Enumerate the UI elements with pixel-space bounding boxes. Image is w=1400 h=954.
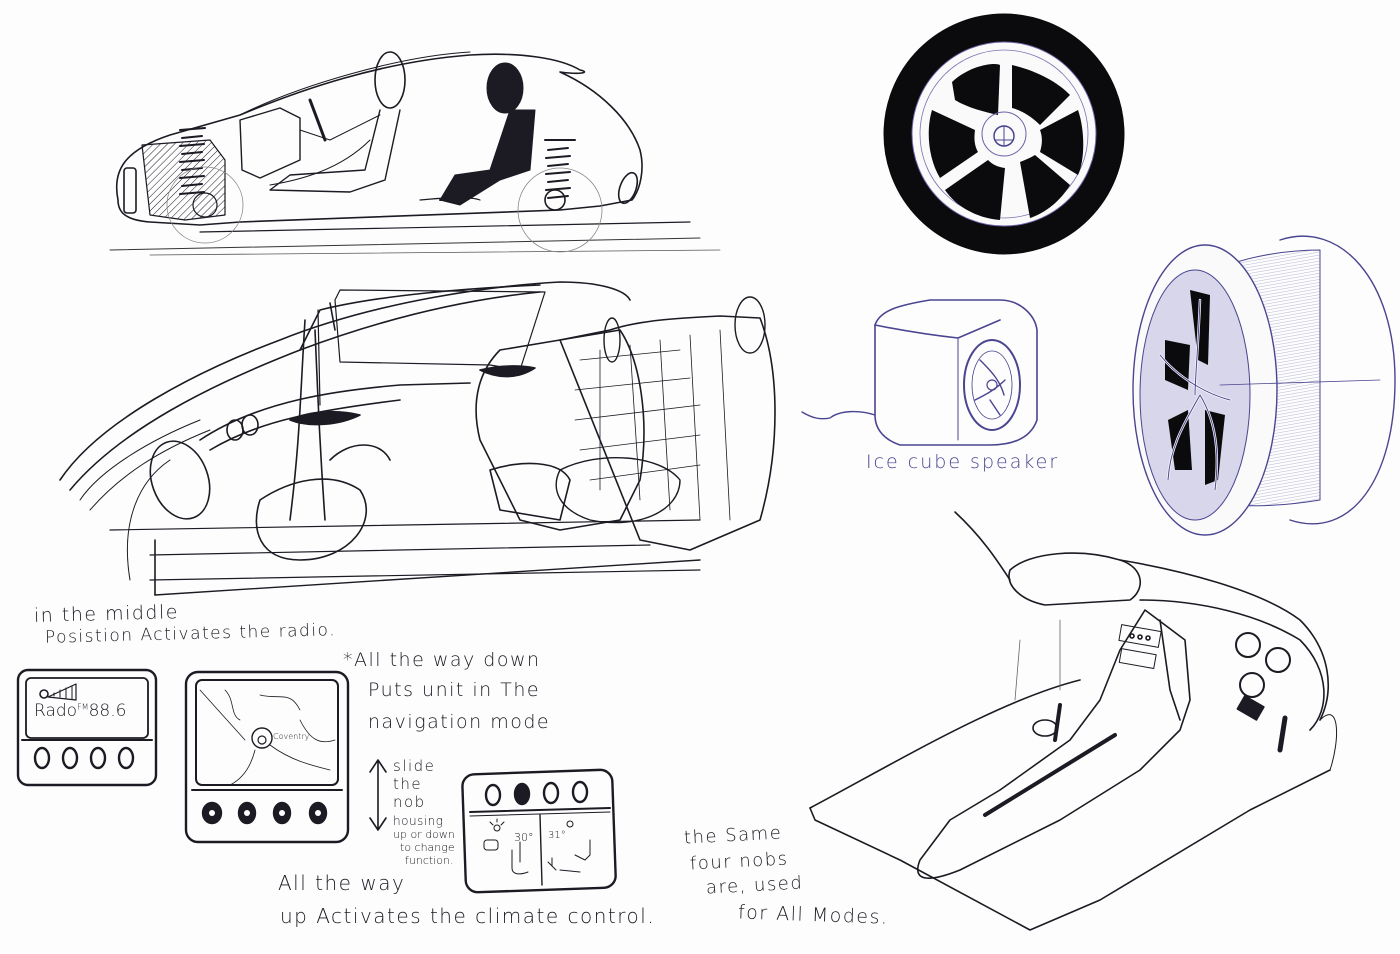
annotation-navigation-mode: navigation mode <box>368 711 551 733</box>
dashboard-console <box>809 511 1338 931</box>
wheel-front-view <box>883 13 1125 255</box>
interior-perspective <box>59 281 776 596</box>
climate-left-temp: 30° <box>514 831 534 844</box>
radio-unit-sketch <box>16 668 158 787</box>
climate-right-temp: 31° <box>548 830 566 841</box>
ice-cube-speaker <box>801 299 1038 446</box>
annotation-function: function. <box>405 854 454 867</box>
annotation-the: the <box>393 775 423 793</box>
slide-arrow-icon <box>369 759 387 831</box>
nav-unit-sketch <box>184 670 350 844</box>
annotation-puts-unit: Puts unit in The <box>368 679 541 701</box>
annotation-nob: nob <box>393 793 426 811</box>
climate-unit-sketch <box>461 768 617 894</box>
radio-frequency-text: 88.6 <box>88 701 127 721</box>
annotation-up-activates-climate: up Activates the climate control. <box>280 904 656 928</box>
annotation-ice-cube-speaker: Ice cube speaker <box>866 451 1060 473</box>
radio-band-text: FM <box>77 702 89 712</box>
annotation-housing: housing <box>393 814 444 828</box>
annotation-slide: slide <box>393 757 436 775</box>
annotation-up-or-down: up or down <box>393 828 455 841</box>
radio-mode-text: Rado <box>34 701 78 721</box>
side-section-car <box>109 51 721 256</box>
annotation-all-the-way-down: *All the way down <box>343 649 541 671</box>
nav-location-label: Coventry <box>273 732 310 741</box>
radio-label: RadoFM88.6 <box>34 701 127 722</box>
annotation-all-the-way: All the way <box>278 871 406 895</box>
wheel-perspective-view <box>1132 235 1396 536</box>
annotation-to-change: to change <box>400 841 455 854</box>
